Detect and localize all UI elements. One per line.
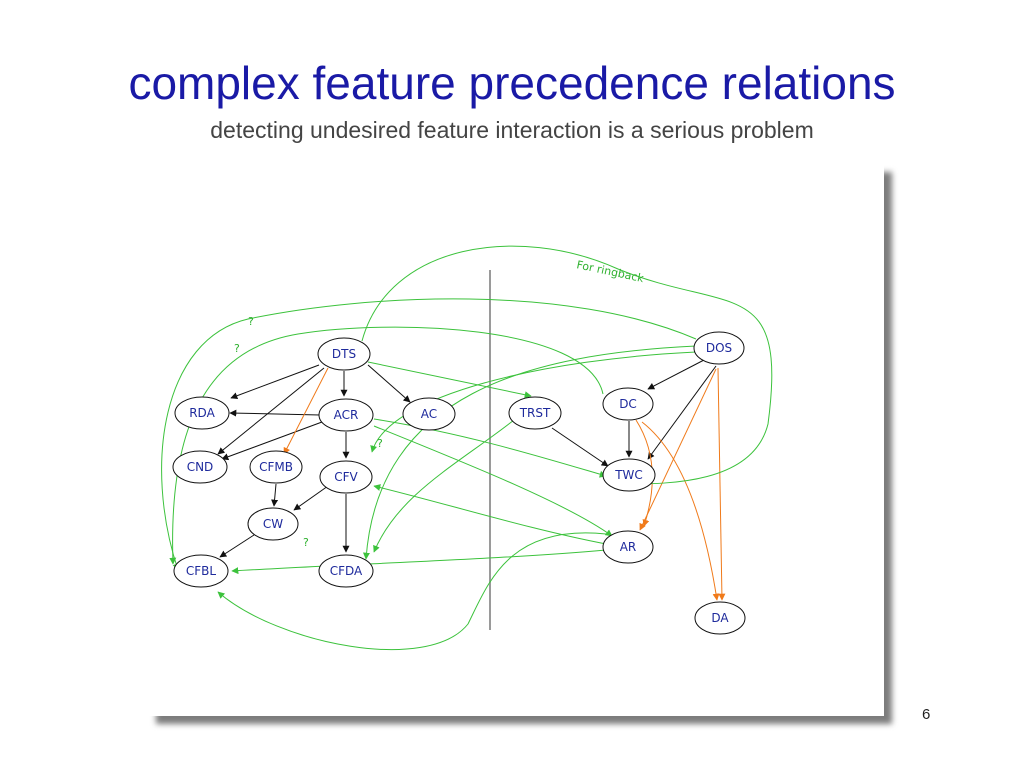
slide-title: complex feature precedence relations [128,57,896,109]
edge-cw-cfbl [219,534,255,558]
edge-dc-da [641,421,720,601]
node-cfv: CFV [319,460,373,494]
edge-trst-twc [551,427,609,467]
svg-text:ACR: ACR [334,408,359,422]
node-cfda: CFDA [318,554,374,588]
green-edges [161,245,773,650]
edge-dos-da [717,367,726,601]
edge-dts-cfmb [283,367,329,455]
question-mark-2: ? [234,342,240,355]
edge-dos-twc [647,365,717,460]
svg-text:DC: DC [619,397,637,411]
node-cnd: CND [172,450,228,484]
edge-trst-cfda [373,419,515,553]
svg-text:DOS: DOS [706,341,732,355]
node-rda: RDA [174,396,230,430]
black-edges [217,359,717,558]
slide-subtitle: detecting undesired feature interaction … [210,117,814,143]
svg-text:CFBL: CFBL [186,564,217,578]
node-acr: ACR [318,398,374,432]
svg-text:AR: AR [620,540,637,554]
svg-text:DTS: DTS [332,347,356,361]
edge-dts-cnd [217,367,325,455]
edge-dos-cfbl [161,298,697,571]
edge-acr-cnd [221,421,323,461]
node-ar: AR [602,530,654,564]
question-mark-4: ? [303,536,309,549]
node-dc: DC [602,387,654,421]
edge-acr-ar [373,425,613,537]
node-cfbl: CFBL [173,554,229,588]
svg-text:TRST: TRST [519,406,551,420]
edge-ar-cfv [373,484,607,545]
node-trst: TRST [508,396,562,430]
edge-dts-rda [230,364,320,400]
node-dts: DTS [317,337,371,371]
edge-dos-cfda [362,345,697,560]
svg-text:CND: CND [187,460,214,474]
svg-text:CFDA: CFDA [330,564,363,578]
node-dos: DOS [693,331,745,365]
svg-text:CW: CW [263,517,283,531]
node-da: DA [694,601,746,635]
node-cfmb: CFMB [249,450,303,484]
svg-text:RDA: RDA [189,406,215,420]
edge-cfv-cw [293,485,329,511]
edge-dos-ar [639,368,717,531]
node-twc: TWC [602,458,656,492]
diagram-figure: DTS RDA ACR AC CND CFMB CFV CW [148,164,884,716]
edge-ar-cfbl [231,549,607,575]
ringback-annotation: For ringback [575,258,645,285]
feature-graph: DTS RDA ACR AC CND CFMB CFV CW [161,245,773,650]
edge-dos-cfv [370,351,697,453]
svg-text:DA: DA [711,611,729,625]
question-mark-3: ? [377,437,383,450]
node-ac: AC [402,397,456,431]
edge-ar-cfbl-loop [217,532,607,650]
node-cw: CW [247,507,299,541]
svg-text:CFV: CFV [334,470,358,484]
edge-dc-cfbl [169,326,604,565]
edge-dts-ac [367,364,411,403]
svg-text:CFMB: CFMB [259,460,293,474]
edge-dos-dc [647,359,705,390]
edge-acr-twc [373,418,607,478]
svg-text:TWC: TWC [614,468,643,482]
edge-acr-rda [229,409,321,417]
page-number: 6 [922,706,931,723]
edge-ringback [361,245,773,488]
question-mark-1: ? [248,315,254,328]
edge-dts-trst [367,361,532,399]
edge-cfmb-cw [271,483,279,507]
svg-text:AC: AC [421,407,437,421]
